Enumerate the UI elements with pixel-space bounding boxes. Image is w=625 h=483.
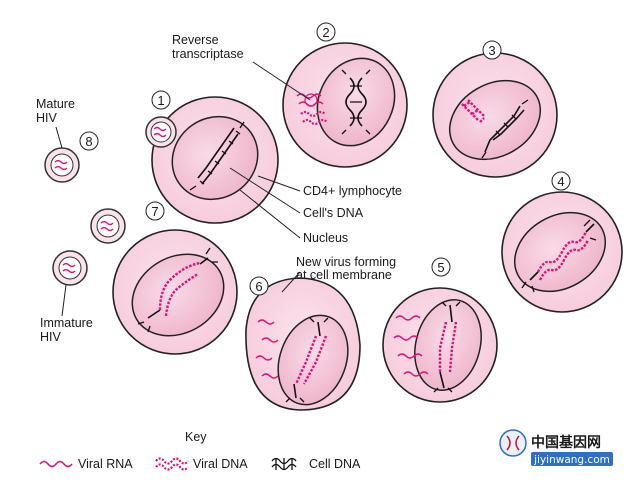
cell-step-5: [382, 287, 498, 403]
viral-dna-step-5: [438, 321, 458, 373]
cell-dna-icon: [271, 457, 297, 471]
cell-dna-step-6: [293, 321, 321, 399]
svg-text:8: 8: [85, 134, 92, 149]
svg-text:1: 1: [157, 93, 164, 108]
step-number-2: 2: [316, 22, 336, 42]
svg-text:7: 7: [151, 204, 158, 219]
viral-dna-step-6: [294, 335, 328, 385]
cells-dna-label: Cell's DNA: [303, 206, 364, 220]
mature-hiv-label: Mature HIV: [36, 97, 78, 125]
nucleus-step-3: [448, 79, 542, 161]
nucleus-label: Nucleus: [303, 231, 348, 245]
viral-rna-icon: [39, 460, 73, 468]
key-legend: Key Viral RNA Viral DNA Cell DNA: [39, 430, 361, 471]
budding-virus-step-7: [90, 208, 126, 244]
step-number-4: 4: [551, 171, 571, 191]
cd4-lymphocyte-label: CD4+ lymphocyte: [303, 184, 402, 198]
mature-hiv-virus: [44, 147, 80, 183]
svg-text:2: 2: [322, 25, 329, 40]
jiyinwang-watermark: 中国基因网 jiyinwang.com: [499, 429, 613, 466]
viral-dna-icon: [155, 457, 189, 471]
reverse-transcriptase-label: Reverse transcriptase: [172, 33, 244, 61]
viral-dna-step-4: [536, 231, 590, 281]
viral-rna-step-5: [393, 315, 429, 377]
cell-dna-step-5: [439, 304, 453, 389]
watermark-url: jiyinwang.com: [533, 454, 610, 466]
viral-rna-step-6: [255, 319, 279, 379]
cell-dna-step-1: [197, 127, 235, 179]
attached-virus-step-1: [145, 116, 177, 148]
cell-step-3: [432, 52, 558, 178]
cell-step-1: [151, 96, 279, 224]
key-viral-dna-label: Viral DNA: [193, 457, 248, 471]
immature-hiv-label: Immature HIV: [40, 316, 96, 344]
svg-text:3: 3: [488, 43, 495, 58]
cell-step-6: [245, 277, 361, 411]
step-number-8: 8: [79, 131, 99, 151]
watermark-cn: 中国基因网: [531, 434, 601, 451]
step-number-7: 7: [145, 201, 165, 221]
step-number-3: 3: [482, 40, 502, 60]
dna-logo-icon: [499, 429, 527, 457]
step-number-1: 1: [151, 90, 171, 110]
cell-step-7: [112, 229, 238, 355]
cell-dna-step-3: [484, 105, 521, 153]
step-number-6: 6: [249, 276, 269, 296]
new-virus-label: New virus forming at cell membrane: [296, 255, 400, 282]
cell-step-2: [282, 42, 408, 168]
svg-text:5: 5: [437, 260, 444, 275]
immature-hiv-virus: [52, 250, 88, 286]
step-number-5: 5: [431, 257, 451, 277]
cell-step-4: [501, 191, 623, 313]
nucleus-step-7: [131, 253, 225, 337]
cell-dna-step-4: [529, 223, 595, 281]
svg-text:4: 4: [557, 174, 564, 189]
nucleus-step-6: [277, 314, 349, 406]
leader-lines: [55, 61, 311, 317]
cell-dna-step-7: [147, 257, 209, 319]
key-viral-rna-label: Viral RNA: [78, 457, 133, 471]
viral-dna-step-7: [158, 262, 202, 317]
key-title: Key: [185, 430, 207, 444]
key-cell-dna-label: Cell DNA: [309, 457, 361, 471]
viral-dna-step-2: [300, 110, 328, 126]
svg-text:6: 6: [255, 279, 262, 294]
